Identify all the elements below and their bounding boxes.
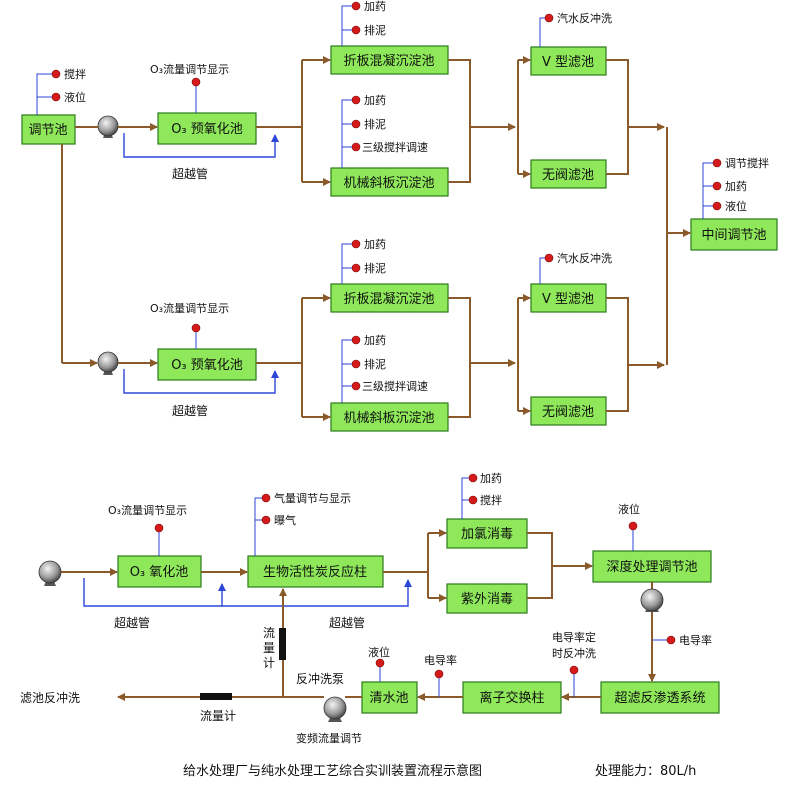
- sludge-label: 排泥: [364, 357, 386, 371]
- flowmeter-v-char: 量: [263, 641, 275, 655]
- svg-text:无阀滤池: 无阀滤池: [542, 168, 594, 183]
- chlorine-disinfection: 加氯消毒: [446, 518, 528, 549]
- v-filter-2: V 型滤池: [530, 283, 607, 313]
- pump-icon: [97, 351, 119, 375]
- o3-pre-oxidation-tank-2: O₃ 预氧化池: [157, 348, 257, 381]
- stir-sensor-dot: [51, 69, 61, 79]
- level-label: 液位: [725, 199, 747, 213]
- bypass-label: 超越管: [172, 403, 208, 418]
- intermediate-tank: 中间调节池: [690, 218, 778, 251]
- air-water-backwash-label: 汽水反冲洗: [557, 11, 612, 25]
- conductivity-label: 电导率: [679, 633, 712, 647]
- flowmeter-label: 流量计: [200, 709, 236, 723]
- mechanical-inclined-clarifier-2: 机械斜板沉淀池: [330, 402, 449, 432]
- o3-flow-label: O₃流量调节显示: [150, 62, 229, 76]
- dose-label: 加药: [364, 238, 386, 251]
- o3-pre-oxidation-tank-1: O₃ 预氧化池: [157, 112, 257, 145]
- bypass-label: 超越管: [329, 615, 365, 630]
- svg-text:生物活性炭反应柱: 生物活性炭反应柱: [263, 564, 367, 580]
- uf-ro-system: 超滤反渗透系统: [600, 681, 720, 714]
- svg-text:O₃ 预氧化池: O₃ 预氧化池: [171, 358, 243, 373]
- svg-text:V 型滤池: V 型滤池: [542, 55, 594, 70]
- folded-plate-clarifier-1: 折板混凝沉淀池: [330, 45, 449, 75]
- stir-label: 搅拌: [480, 493, 502, 507]
- conductivity-timed-label: 电导率定: [552, 630, 596, 644]
- sludge-label: 排泥: [364, 23, 386, 37]
- level-label: 液位: [64, 90, 86, 104]
- svg-text:调节池: 调节池: [28, 123, 67, 138]
- level-label: 液位: [618, 502, 640, 516]
- stir-label: 搅拌: [64, 67, 86, 81]
- filter-backwash-label: 滤池反冲洗: [20, 690, 80, 705]
- mechanical-inclined-clarifier-1: 机械斜板沉淀池: [330, 167, 449, 197]
- advanced-treatment-tank: 深度处理调节池: [592, 550, 712, 583]
- pump-icon: [38, 560, 62, 586]
- air-water-backwash-label: 汽水反冲洗: [557, 251, 612, 265]
- dose-label: 加药: [364, 0, 386, 13]
- sludge-label: 排泥: [364, 261, 386, 275]
- svg-text:中间调节池: 中间调节池: [701, 228, 766, 243]
- timed-backwash-label: 时反冲洗: [552, 646, 596, 660]
- ion-exchange-column: 离子交换柱: [462, 681, 562, 714]
- bypass-label: 超越管: [114, 615, 150, 630]
- svg-text:清水池: 清水池: [369, 691, 408, 706]
- folded-plate-clarifier-2: 折板混凝沉淀池: [330, 283, 449, 313]
- vfd-label: 变频流量调节: [296, 731, 362, 745]
- dose-label: 加药: [364, 94, 386, 107]
- uv-disinfection: 紫外消毒: [446, 583, 528, 614]
- svg-text:机械斜板沉淀池: 机械斜板沉淀池: [343, 411, 434, 426]
- aeration-label: 曝气: [274, 513, 296, 527]
- adjust-stir-label: 调节搅拌: [725, 156, 769, 170]
- bypass-label: 超越管: [172, 166, 208, 181]
- v-filter-1: V 型滤池: [530, 46, 607, 76]
- flowmeter-v-char: 流: [263, 626, 275, 640]
- bio-activated-carbon-column: 生物活性炭反应柱: [247, 555, 384, 588]
- gas-flow-label: 气量调节与显示: [274, 491, 351, 505]
- three-stage-stir-label: 三级搅拌调速: [362, 140, 428, 154]
- backwash-pump-icon: [323, 696, 347, 722]
- o3-oxidation-tank: O₃ 氧化池: [117, 555, 202, 588]
- valveless-filter-1: 无阀滤池: [530, 159, 607, 189]
- svg-text:无阀滤池: 无阀滤池: [542, 405, 594, 420]
- svg-text:折板混凝沉淀池: 折板混凝沉淀池: [343, 291, 434, 307]
- svg-text:O₃ 氧化池: O₃ 氧化池: [130, 565, 189, 580]
- dose-label: 加药: [725, 180, 747, 193]
- flowmeter-v-char: 计: [263, 656, 275, 670]
- flowmeter-vertical-label: 流 量 计: [263, 626, 279, 670]
- svg-text:加氯消毒: 加氯消毒: [461, 527, 513, 542]
- pump-icon: [640, 588, 664, 612]
- capacity-label: 处理能力：80L/h: [595, 764, 696, 779]
- diagram-caption: 给水处理厂与纯水处理工艺综合实训装置流程示意图: [183, 763, 482, 779]
- svg-text:紫外消毒: 紫外消毒: [461, 592, 513, 607]
- svg-text:V 型滤池: V 型滤池: [542, 292, 594, 307]
- svg-text:离子交换柱: 离子交换柱: [479, 690, 544, 706]
- three-stage-stir-label: 三级搅拌调速: [362, 379, 428, 393]
- dose-label: 加药: [480, 472, 502, 485]
- level-sensor-dot: [51, 92, 61, 102]
- svg-text:深度处理调节池: 深度处理调节池: [606, 559, 697, 575]
- o3-flow-label: O₃流量调节显示: [150, 301, 229, 315]
- level-label: 液位: [368, 645, 390, 659]
- o3-flow-label: O₃流量调节显示: [108, 503, 187, 517]
- svg-text:O₃ 预氧化池: O₃ 预氧化池: [171, 122, 243, 137]
- conductivity-label: 电导率: [424, 653, 457, 667]
- svg-text:折板混凝沉淀池: 折板混凝沉淀池: [343, 53, 434, 69]
- pump-icon: [97, 115, 119, 138]
- dose-label: 加药: [364, 334, 386, 347]
- flowmeter-icon: [279, 628, 286, 660]
- sludge-label: 排泥: [364, 117, 386, 131]
- clear-water-tank: 清水池: [361, 681, 418, 714]
- backwash-pump-label: 反冲洗泵: [296, 671, 344, 686]
- svg-text:超滤反渗透系统: 超滤反渗透系统: [614, 691, 705, 706]
- tiaojie-sensors: 搅拌 液位: [36, 67, 86, 115]
- valveless-filter-2: 无阀滤池: [530, 396, 607, 426]
- svg-text:机械斜板沉淀池: 机械斜板沉淀池: [343, 176, 434, 191]
- tiaojie-tank: 调节池: [21, 114, 76, 145]
- flowmeter-icon: [200, 693, 232, 700]
